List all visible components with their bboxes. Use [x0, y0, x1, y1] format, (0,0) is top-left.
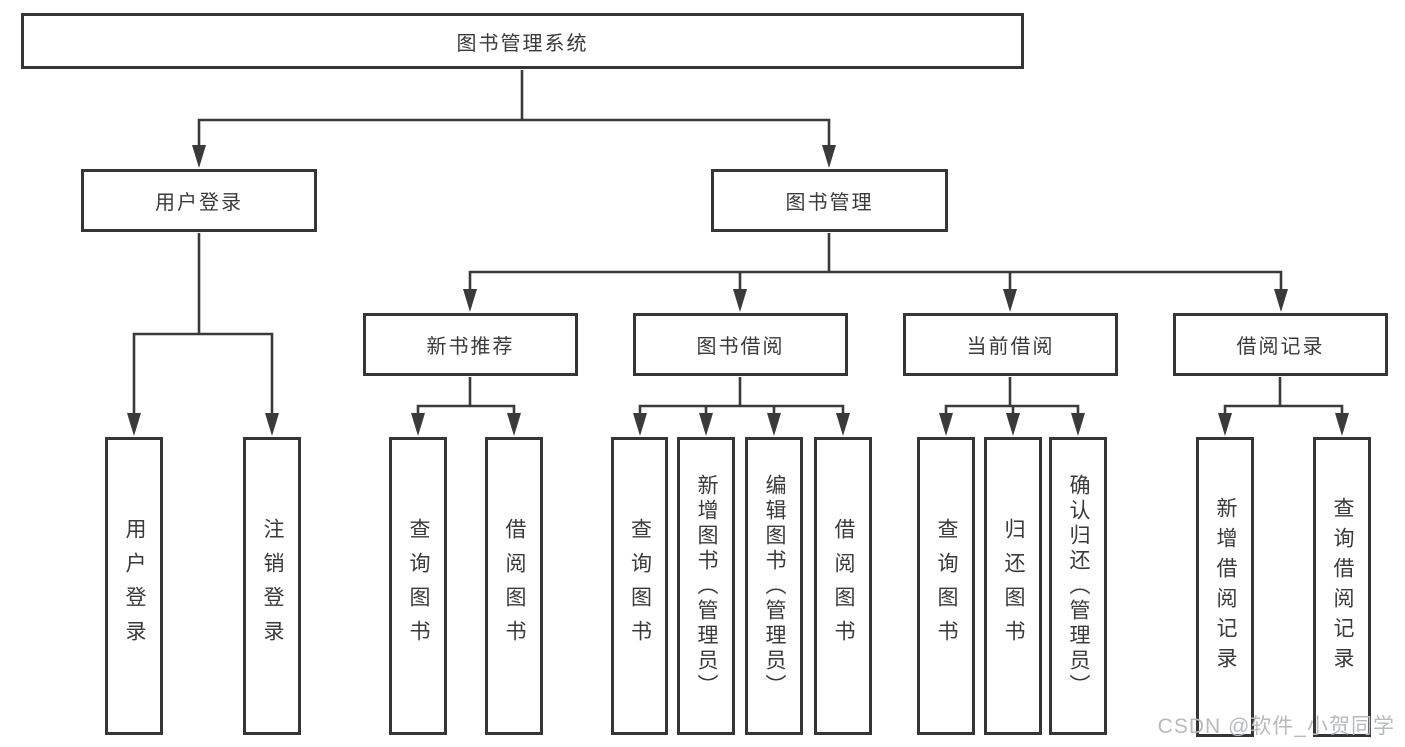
leaf-query-borrow-record: 查询借阅记录: [1313, 437, 1371, 737]
leaf-add-borrow-record: 新增借阅记录: [1196, 437, 1254, 737]
leaf-query-books-current: 查询图书: [917, 437, 975, 735]
leaf-query-books-borrow: 查询图书: [611, 437, 668, 735]
node-library-management-system: 图书管理系统: [21, 13, 1024, 69]
leaf-borrow-books-newbook: 借阅图书: [485, 437, 543, 735]
node-book-borrowing: 图书借阅: [633, 313, 848, 376]
leaf-borrow-books: 借阅图书: [814, 437, 872, 735]
leaf-logout: 注销登录: [243, 437, 301, 735]
node-borrowing-records: 借阅记录: [1173, 313, 1388, 376]
leaf-query-books-newbook: 查询图书: [389, 437, 447, 735]
leaf-edit-books-admin: 编辑图书（管理员）: [745, 437, 803, 735]
leaf-add-books-admin: 新增图书（管理员）: [677, 437, 735, 735]
csdn-watermark: CSDN @软件_小贺同学: [1157, 715, 1395, 738]
node-current-borrowing: 当前借阅: [903, 313, 1118, 376]
leaf-user-login: 用户登录: [105, 437, 163, 735]
leaf-confirm-return-admin: 确认归还（管理员）: [1049, 437, 1107, 735]
leaf-return-books: 归还图书: [984, 437, 1042, 735]
node-user-login: 用户登录: [81, 169, 317, 232]
node-new-book-recommendation: 新书推荐: [363, 313, 578, 376]
node-book-management: 图书管理: [711, 169, 948, 232]
